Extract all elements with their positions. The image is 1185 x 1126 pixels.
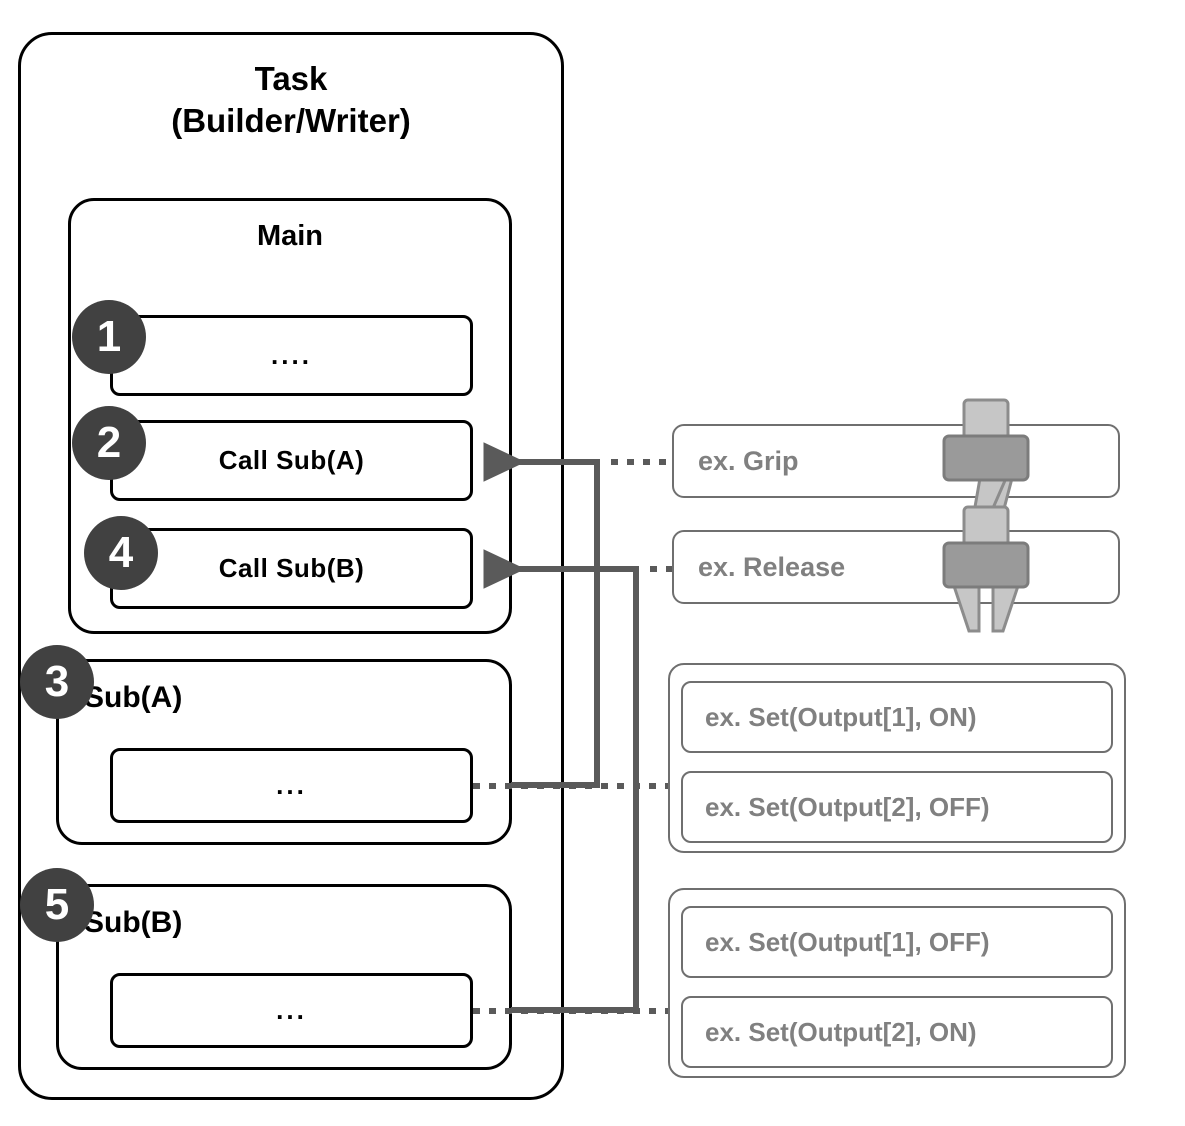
- task-title: Task (Builder/Writer): [18, 32, 564, 142]
- statement-3-label: Call Sub(B): [218, 553, 365, 583]
- main-statement-1[interactable]: ....: [110, 315, 473, 396]
- example-grip-box[interactable]: ex. Grip: [672, 424, 1120, 498]
- gripper-closed-icon: [942, 398, 1030, 526]
- example-release-box[interactable]: ex. Release: [672, 530, 1120, 604]
- statement-1-label: ....: [271, 340, 312, 370]
- badge-step-5: 5: [20, 868, 94, 942]
- task-title-line1: Task: [254, 60, 328, 97]
- example-set-a-1[interactable]: ex. Set(Output[1], ON): [681, 681, 1113, 753]
- badge-step-4: 4: [84, 516, 158, 590]
- gripper-open-icon: [942, 505, 1030, 633]
- main-title: Main: [256, 220, 324, 252]
- main-statement-call-sub-a[interactable]: Call Sub(A): [110, 420, 473, 501]
- example-grip-label: ex. Grip: [698, 445, 799, 476]
- task-title-line2: (Builder/Writer): [171, 102, 411, 140]
- example-release-label: ex. Release: [698, 551, 846, 582]
- example-set-b-2-label: ex. Set(Output[2], ON): [705, 1016, 977, 1047]
- sub-a-label: Sub(A): [84, 681, 183, 714]
- sub-b-label: Sub(B): [84, 906, 183, 939]
- example-set-a-2-label: ex. Set(Output[2], OFF): [705, 791, 990, 822]
- badge-step-2: 2: [72, 406, 146, 480]
- badge-step-1: 1: [72, 300, 146, 374]
- badge-step-3: 3: [20, 645, 94, 719]
- example-set-a-2[interactable]: ex. Set(Output[2], OFF): [681, 771, 1113, 843]
- example-set-b-1[interactable]: ex. Set(Output[1], OFF): [681, 906, 1113, 978]
- main-statement-call-sub-b[interactable]: Call Sub(B): [110, 528, 473, 609]
- statement-2-label: Call Sub(A): [218, 445, 365, 475]
- example-set-a-1-label: ex. Set(Output[1], ON): [705, 701, 977, 732]
- sub-a-body[interactable]: ...: [110, 748, 473, 823]
- sub-a-body-label: ...: [276, 770, 307, 800]
- sub-b-body[interactable]: ...: [110, 973, 473, 1048]
- example-set-b-2[interactable]: ex. Set(Output[2], ON): [681, 996, 1113, 1068]
- sub-b-body-label: ...: [276, 995, 307, 1025]
- example-set-b-1-label: ex. Set(Output[1], OFF): [705, 926, 990, 957]
